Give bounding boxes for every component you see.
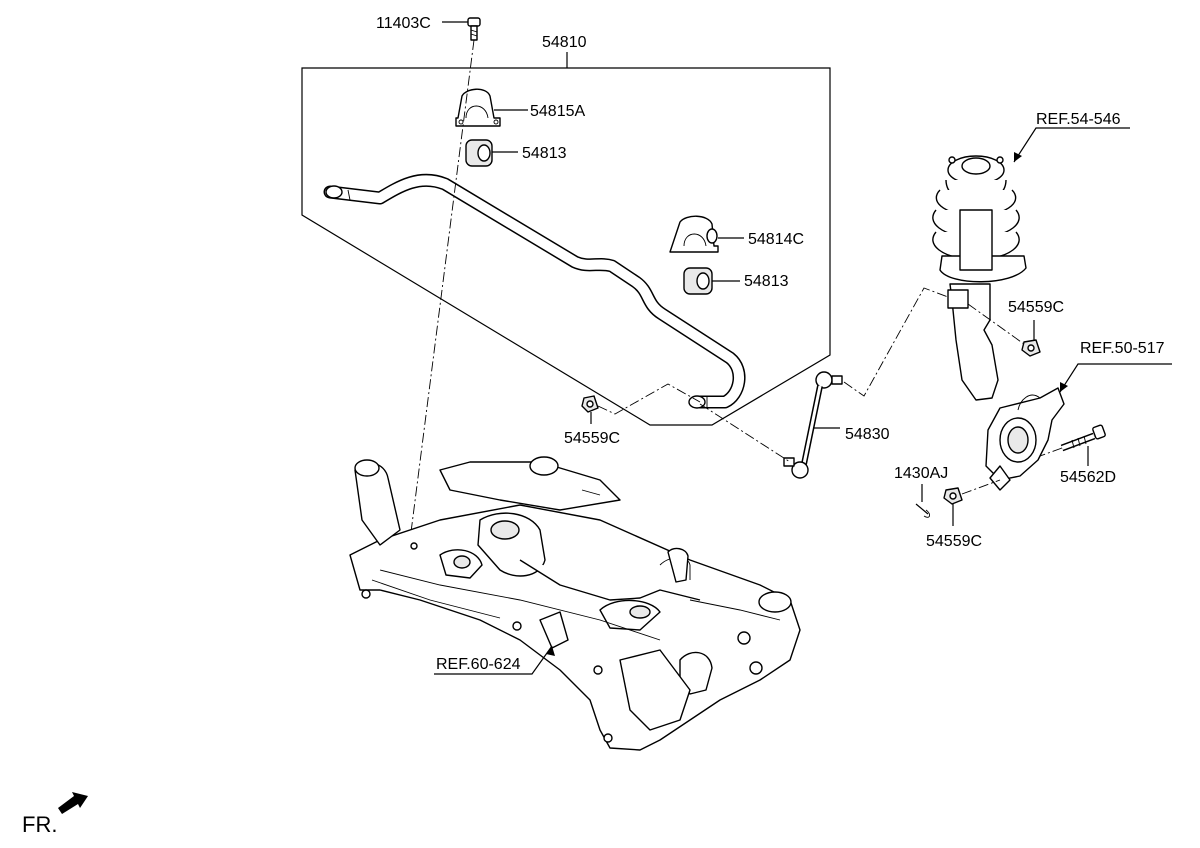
- bushing-bracket-54815A[interactable]: [455, 88, 501, 127]
- label-54830[interactable]: 54830: [845, 426, 890, 443]
- label-54562D[interactable]: 54562D: [1060, 469, 1116, 486]
- bushing-bracket-54814C[interactable]: [669, 215, 719, 253]
- cotter-pin-1430AJ[interactable]: [915, 503, 931, 518]
- stabilizer-bar-end-left: [325, 185, 343, 199]
- bushing-54813-lower[interactable]: [683, 267, 713, 295]
- front-label: FR.: [22, 812, 57, 837]
- front-arrow-icon: [58, 792, 88, 814]
- label-54559C-strut[interactable]: 54559C: [1008, 299, 1064, 316]
- front-direction-indicator: FR.: [22, 792, 88, 837]
- stabilizer-link-54830[interactable]: [783, 371, 843, 479]
- nut-54559C-strut[interactable]: [1021, 339, 1041, 357]
- nut-54559C-left[interactable]: [581, 395, 599, 413]
- ref-54-546[interactable]: REF.54-546: [1036, 111, 1121, 128]
- stabilizer-bar: [323, 173, 746, 409]
- bolt-alignment-line: [409, 39, 475, 541]
- label-54559C-knuckle[interactable]: 54559C: [926, 533, 982, 550]
- nut-54559C-knuckle[interactable]: [943, 487, 963, 505]
- label-54810[interactable]: 54810: [542, 34, 587, 51]
- label-54815A[interactable]: 54815A: [530, 103, 585, 120]
- strut-assembly[interactable]: [932, 155, 1027, 401]
- front-subframe[interactable]: [349, 456, 801, 751]
- stabilizer-assembly-outline: [301, 67, 831, 426]
- ref-50-517[interactable]: REF.50-517: [1080, 340, 1165, 357]
- ref-60-624[interactable]: REF.60-624: [436, 656, 521, 673]
- bolt-54562D[interactable]: [1060, 424, 1106, 452]
- label-54814C[interactable]: 54814C: [748, 231, 804, 248]
- label-11403C[interactable]: 11403C: [376, 15, 431, 32]
- steering-knuckle[interactable]: [985, 387, 1065, 491]
- label-54813-top[interactable]: 54813: [522, 145, 567, 162]
- bolt-11403C[interactable]: [467, 17, 481, 41]
- label-54813-lower[interactable]: 54813: [744, 273, 789, 290]
- label-1430AJ[interactable]: 1430AJ: [894, 465, 948, 482]
- label-54559C-left[interactable]: 54559C: [564, 430, 620, 447]
- bushing-54813-top[interactable]: [465, 139, 493, 167]
